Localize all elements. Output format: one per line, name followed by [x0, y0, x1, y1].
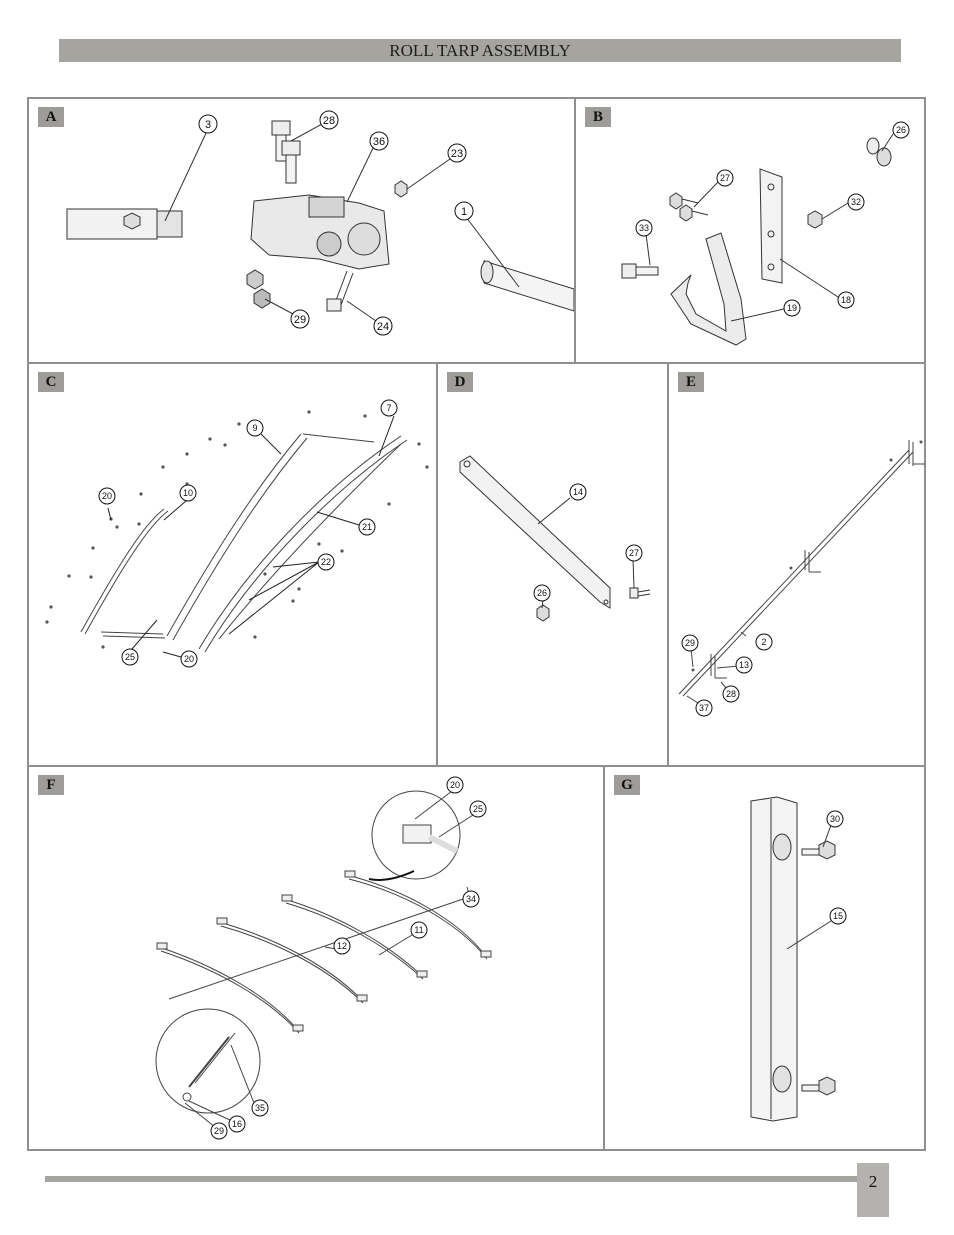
- callout-14: 14: [573, 487, 583, 497]
- callout-20-f: 20: [450, 780, 460, 790]
- callout-20-lower: 20: [184, 654, 194, 664]
- panel-g-drawing: 30 15: [750, 796, 847, 1122]
- panel-d-label: D: [447, 372, 473, 392]
- callout-23: 23: [451, 148, 463, 160]
- callout-28: 28: [323, 115, 335, 127]
- callout-12: 12: [337, 941, 347, 951]
- callout-25: 25: [125, 652, 135, 662]
- callout-27-d: 27: [629, 548, 639, 558]
- panel-c-label: C: [38, 372, 64, 392]
- panel-c: 7 9 10 20 21 22 25 20 C: [27, 362, 438, 767]
- callout-24: 24: [377, 321, 389, 333]
- callout-9: 9: [252, 423, 257, 433]
- callout-21: 21: [362, 522, 372, 532]
- callout-37: 37: [699, 703, 709, 713]
- callout-3: 3: [205, 119, 211, 131]
- callout-30: 30: [830, 814, 840, 824]
- callout-32: 32: [851, 197, 861, 207]
- callout-11: 11: [414, 925, 423, 935]
- callout-33: 33: [639, 223, 649, 233]
- callout-25-f: 25: [473, 804, 483, 814]
- panel-f-label: F: [38, 775, 64, 795]
- panel-g: 30 15 G: [603, 765, 926, 1151]
- panel-b-label: B: [585, 107, 611, 127]
- callout-28-e: 28: [726, 689, 736, 699]
- callout-16: 16: [232, 1119, 242, 1129]
- callout-1: 1: [461, 206, 467, 218]
- panel-e-label: E: [678, 372, 704, 392]
- panel-e: 2 29 13 28 37 E: [667, 362, 926, 767]
- callout-26: 26: [896, 125, 906, 135]
- callout-7: 7: [386, 403, 391, 413]
- panel-d-drawing: 14 27 26: [459, 455, 651, 622]
- panel-b-drawing: 26 27 32 33 18 19: [621, 121, 910, 346]
- callout-29-f: 29: [214, 1126, 224, 1136]
- callout-19: 19: [787, 303, 797, 313]
- callout-27: 27: [720, 173, 730, 183]
- callout-29: 29: [294, 314, 306, 326]
- footer-rule: [45, 1176, 857, 1182]
- panel-b: 26 27 32 33 18 19 B: [574, 97, 926, 364]
- callout-29-e: 29: [685, 638, 695, 648]
- callout-35: 35: [255, 1103, 265, 1113]
- callout-10: 10: [183, 488, 193, 498]
- page-title: ROLL TARP ASSEMBLY: [59, 39, 901, 62]
- panel-f-drawing: 20 25 34 11 12 35 16 29: [155, 776, 492, 1140]
- callout-36: 36: [373, 136, 385, 148]
- panel-a-label: A: [38, 107, 64, 127]
- callout-18: 18: [841, 295, 851, 305]
- panel-c-drawing: 7 9 10 20 21 22 25 20: [45, 399, 429, 668]
- panel-g-label: G: [614, 775, 640, 795]
- callout-2: 2: [761, 637, 766, 647]
- callout-13: 13: [739, 660, 749, 670]
- callout-26-d: 26: [537, 588, 547, 598]
- callout-34: 34: [466, 894, 476, 904]
- panel-f: 20 25 34 11 12 35 16 29 F: [27, 765, 605, 1151]
- callout-15: 15: [833, 911, 843, 921]
- panel-a-drawing: 3 28 36 23 1 29 24: [66, 110, 575, 336]
- callout-20: 20: [102, 491, 112, 501]
- panel-d: 14 27 26 D: [436, 362, 669, 767]
- callout-22: 22: [321, 557, 331, 567]
- panel-a: 3 28 36 23 1 29 24 A: [27, 97, 576, 364]
- page-number: 2: [857, 1163, 889, 1217]
- panel-e-drawing: 2 29 13 28 37: [678, 440, 925, 717]
